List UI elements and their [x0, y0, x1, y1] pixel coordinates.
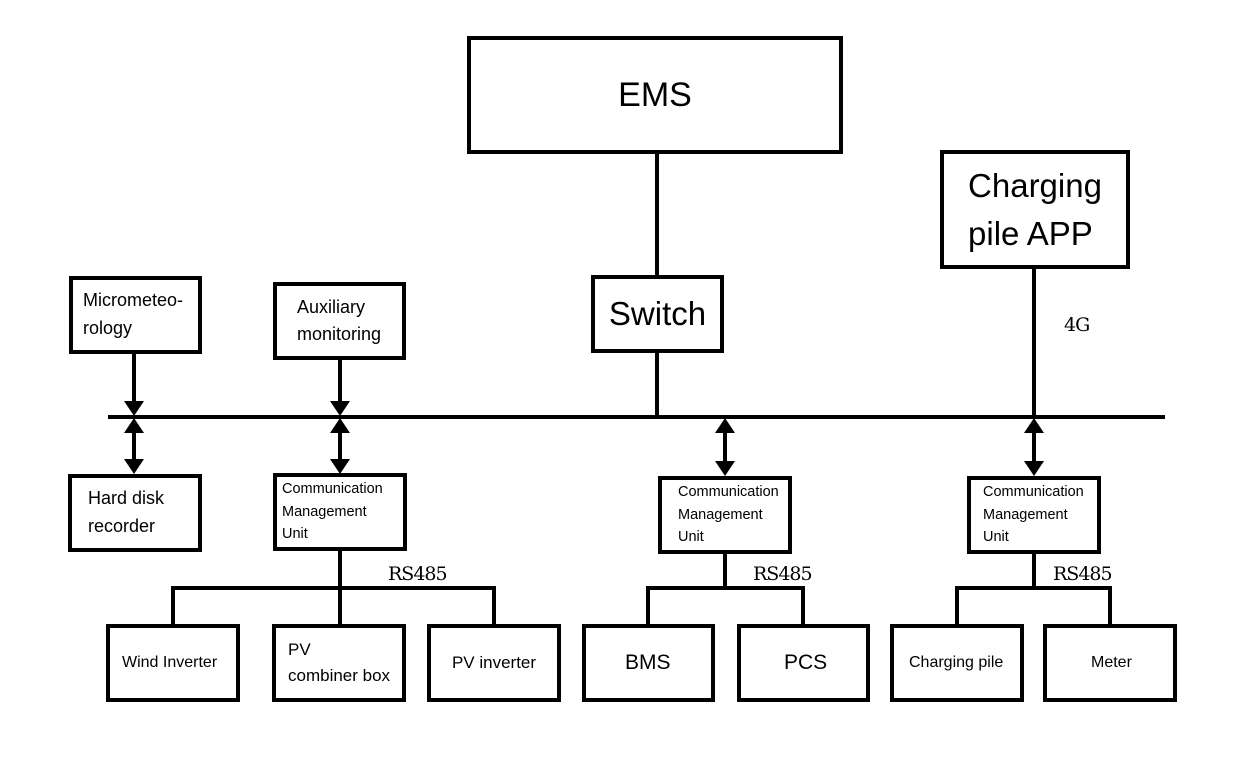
- bms-label: BMS: [625, 651, 671, 674]
- auxiliary-monitoring-box: Auxiliary monitoring: [273, 282, 406, 360]
- cmu-middle-label: Communication Management Unit: [678, 484, 779, 546]
- cmu-middle-box: Communication Management Unit: [658, 476, 792, 554]
- pv-inverter-box: PV inverter: [427, 624, 561, 702]
- arrow-up-icon: [715, 418, 735, 433]
- cmu-right-box: Communication Management Unit: [967, 476, 1101, 554]
- arrow-down-icon: [1024, 461, 1044, 476]
- pcs-box: PCS: [737, 624, 870, 702]
- auxiliary-monitoring-label: Auxiliary monitoring: [297, 297, 382, 344]
- charging-pile-app-label: Charging pile APP: [968, 166, 1102, 252]
- pv-inverter-label: PV inverter: [451, 653, 537, 672]
- arrow-down-icon: [330, 459, 350, 474]
- arrow-down-icon: [330, 401, 350, 416]
- charging-pile-label: Charging pile: [909, 654, 1004, 671]
- bms-box: BMS: [582, 624, 715, 702]
- switch-label: Switch: [608, 295, 707, 332]
- micrometeorology-label: Micrometeo- rology: [83, 290, 184, 338]
- arrow-down-icon: [124, 459, 144, 474]
- meter-label: Meter: [1091, 654, 1132, 671]
- cmu-right-label: Communication Management Unit: [983, 484, 1084, 546]
- arrow-up-icon: [330, 418, 350, 433]
- link-label-rs485-left: RS485: [388, 563, 448, 585]
- charging-pile-app-box: Charging pile APP: [940, 150, 1130, 269]
- micrometeorology-box: Micrometeo- rology: [69, 276, 202, 354]
- wind-inverter-label: Wind Inverter: [122, 654, 218, 671]
- charging-pile-box: Charging pile: [890, 624, 1024, 702]
- hard-disk-recorder-label: Hard disk recorder: [88, 488, 165, 536]
- arrow-up-icon: [124, 418, 144, 433]
- pv-combiner-box: PV combiner box: [272, 624, 406, 702]
- hard-disk-recorder-box: Hard disk recorder: [68, 474, 202, 552]
- meter-box: Meter: [1043, 624, 1177, 702]
- pv-combiner-box-label: PV combiner box: [288, 639, 391, 685]
- ems-label: EMS: [618, 75, 692, 114]
- arrow-down-icon: [715, 461, 735, 476]
- arrow-up-icon: [1024, 418, 1044, 433]
- link-label-rs485-middle: RS485: [753, 563, 813, 585]
- link-label-rs485-right: RS485: [1053, 563, 1113, 585]
- link-label-4g: 4G: [1064, 314, 1090, 336]
- ems-box: EMS: [467, 36, 843, 154]
- cmu-left-label: Communication Management Unit: [282, 481, 383, 543]
- arrow-down-icon: [124, 401, 144, 416]
- wind-inverter-box: Wind Inverter: [106, 624, 240, 702]
- switch-box: Switch: [591, 275, 724, 353]
- pcs-label: PCS: [784, 651, 828, 674]
- cmu-left-box: Communication Management Unit: [273, 473, 407, 551]
